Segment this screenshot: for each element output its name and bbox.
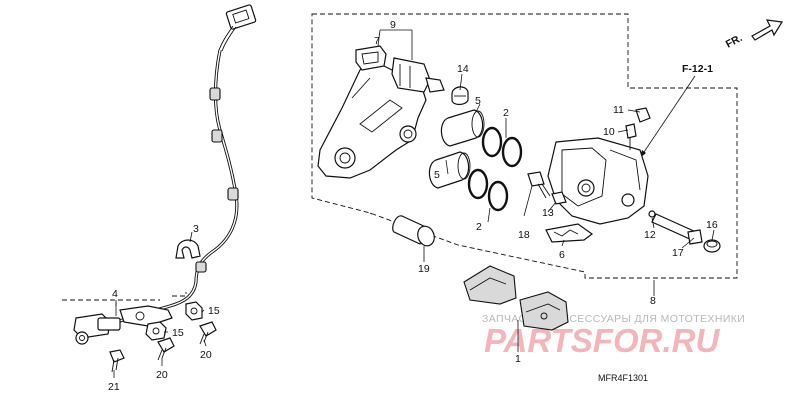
callout-9: 9	[390, 19, 396, 31]
part-14-boot	[451, 86, 469, 106]
watermark-brand: PARTSFOR.RU	[484, 322, 720, 359]
callout-3: 3	[193, 223, 199, 235]
callout-12: 12	[644, 229, 656, 241]
watermark: ЗАПЧАСТИ И АКСЕССУАРЫ ДЛЯ МОТОТЕХНИКИ PA…	[482, 313, 745, 359]
part-15-grommets	[145, 301, 203, 341]
callout-5-upper: 5	[475, 95, 481, 107]
callout-2-lower: 2	[476, 221, 482, 233]
callout-18: 18	[518, 229, 530, 241]
part-16-plug	[703, 239, 721, 253]
callout-10: 10	[603, 126, 615, 138]
part-9-slide-pin	[391, 57, 445, 93]
cross-reference: F-12-1	[639, 63, 713, 159]
callout-20-right: 20	[200, 349, 212, 361]
callout-15-upper: 15	[208, 305, 220, 317]
diagram-code: MFR4F1301	[598, 373, 648, 383]
callout-21: 21	[108, 381, 120, 393]
reference-label: F-12-1	[682, 63, 713, 75]
callout-13: 13	[542, 207, 554, 219]
callout-6: 6	[559, 249, 565, 261]
callout-20-left: 20	[156, 369, 168, 381]
callout-1: 1	[515, 353, 521, 365]
callout-16: 16	[706, 219, 718, 231]
part-5-pistons	[428, 109, 485, 189]
callout-19: 19	[418, 263, 430, 275]
direction-label: FR.	[724, 32, 745, 51]
arrow-icon	[751, 19, 783, 41]
callout-4: 4	[112, 288, 118, 300]
abs-sensor-harness	[73, 4, 257, 345]
part-2-seals	[467, 126, 523, 212]
callout-11: 11	[613, 104, 624, 116]
caliper-body	[547, 137, 649, 225]
assembly-outline	[311, 13, 738, 279]
part-1-brake-pads	[463, 265, 569, 331]
part-3-clamp	[175, 239, 201, 259]
callout-14: 14	[457, 63, 469, 75]
part-4-sensor-group	[62, 292, 187, 327]
callout-5-lower: 5	[434, 169, 440, 181]
part-19-pin-bolt	[392, 215, 435, 247]
callout-numbers: 9 7 14 5 2 5 2 11 10 13 18 6 12 16 17 19…	[108, 19, 718, 393]
part-17-pad-pin	[648, 210, 703, 245]
part-21-bolt	[109, 349, 125, 373]
front-direction-arrow: FR.	[724, 19, 783, 51]
part-7-pad-retainer	[355, 45, 387, 71]
callout-17: 17	[672, 247, 684, 259]
part-20-bolts	[157, 321, 217, 361]
part-18-bolt	[527, 171, 551, 199]
part-6-pad-spring	[545, 223, 594, 243]
callout-7: 7	[374, 35, 380, 47]
leader-lines	[113, 29, 715, 378]
callout-2-upper: 2	[503, 107, 509, 119]
callout-8: 8	[650, 295, 656, 307]
part-13-bolt	[551, 191, 567, 205]
callout-15-lower: 15	[172, 327, 184, 339]
part-10-11-bleeder	[625, 107, 651, 150]
